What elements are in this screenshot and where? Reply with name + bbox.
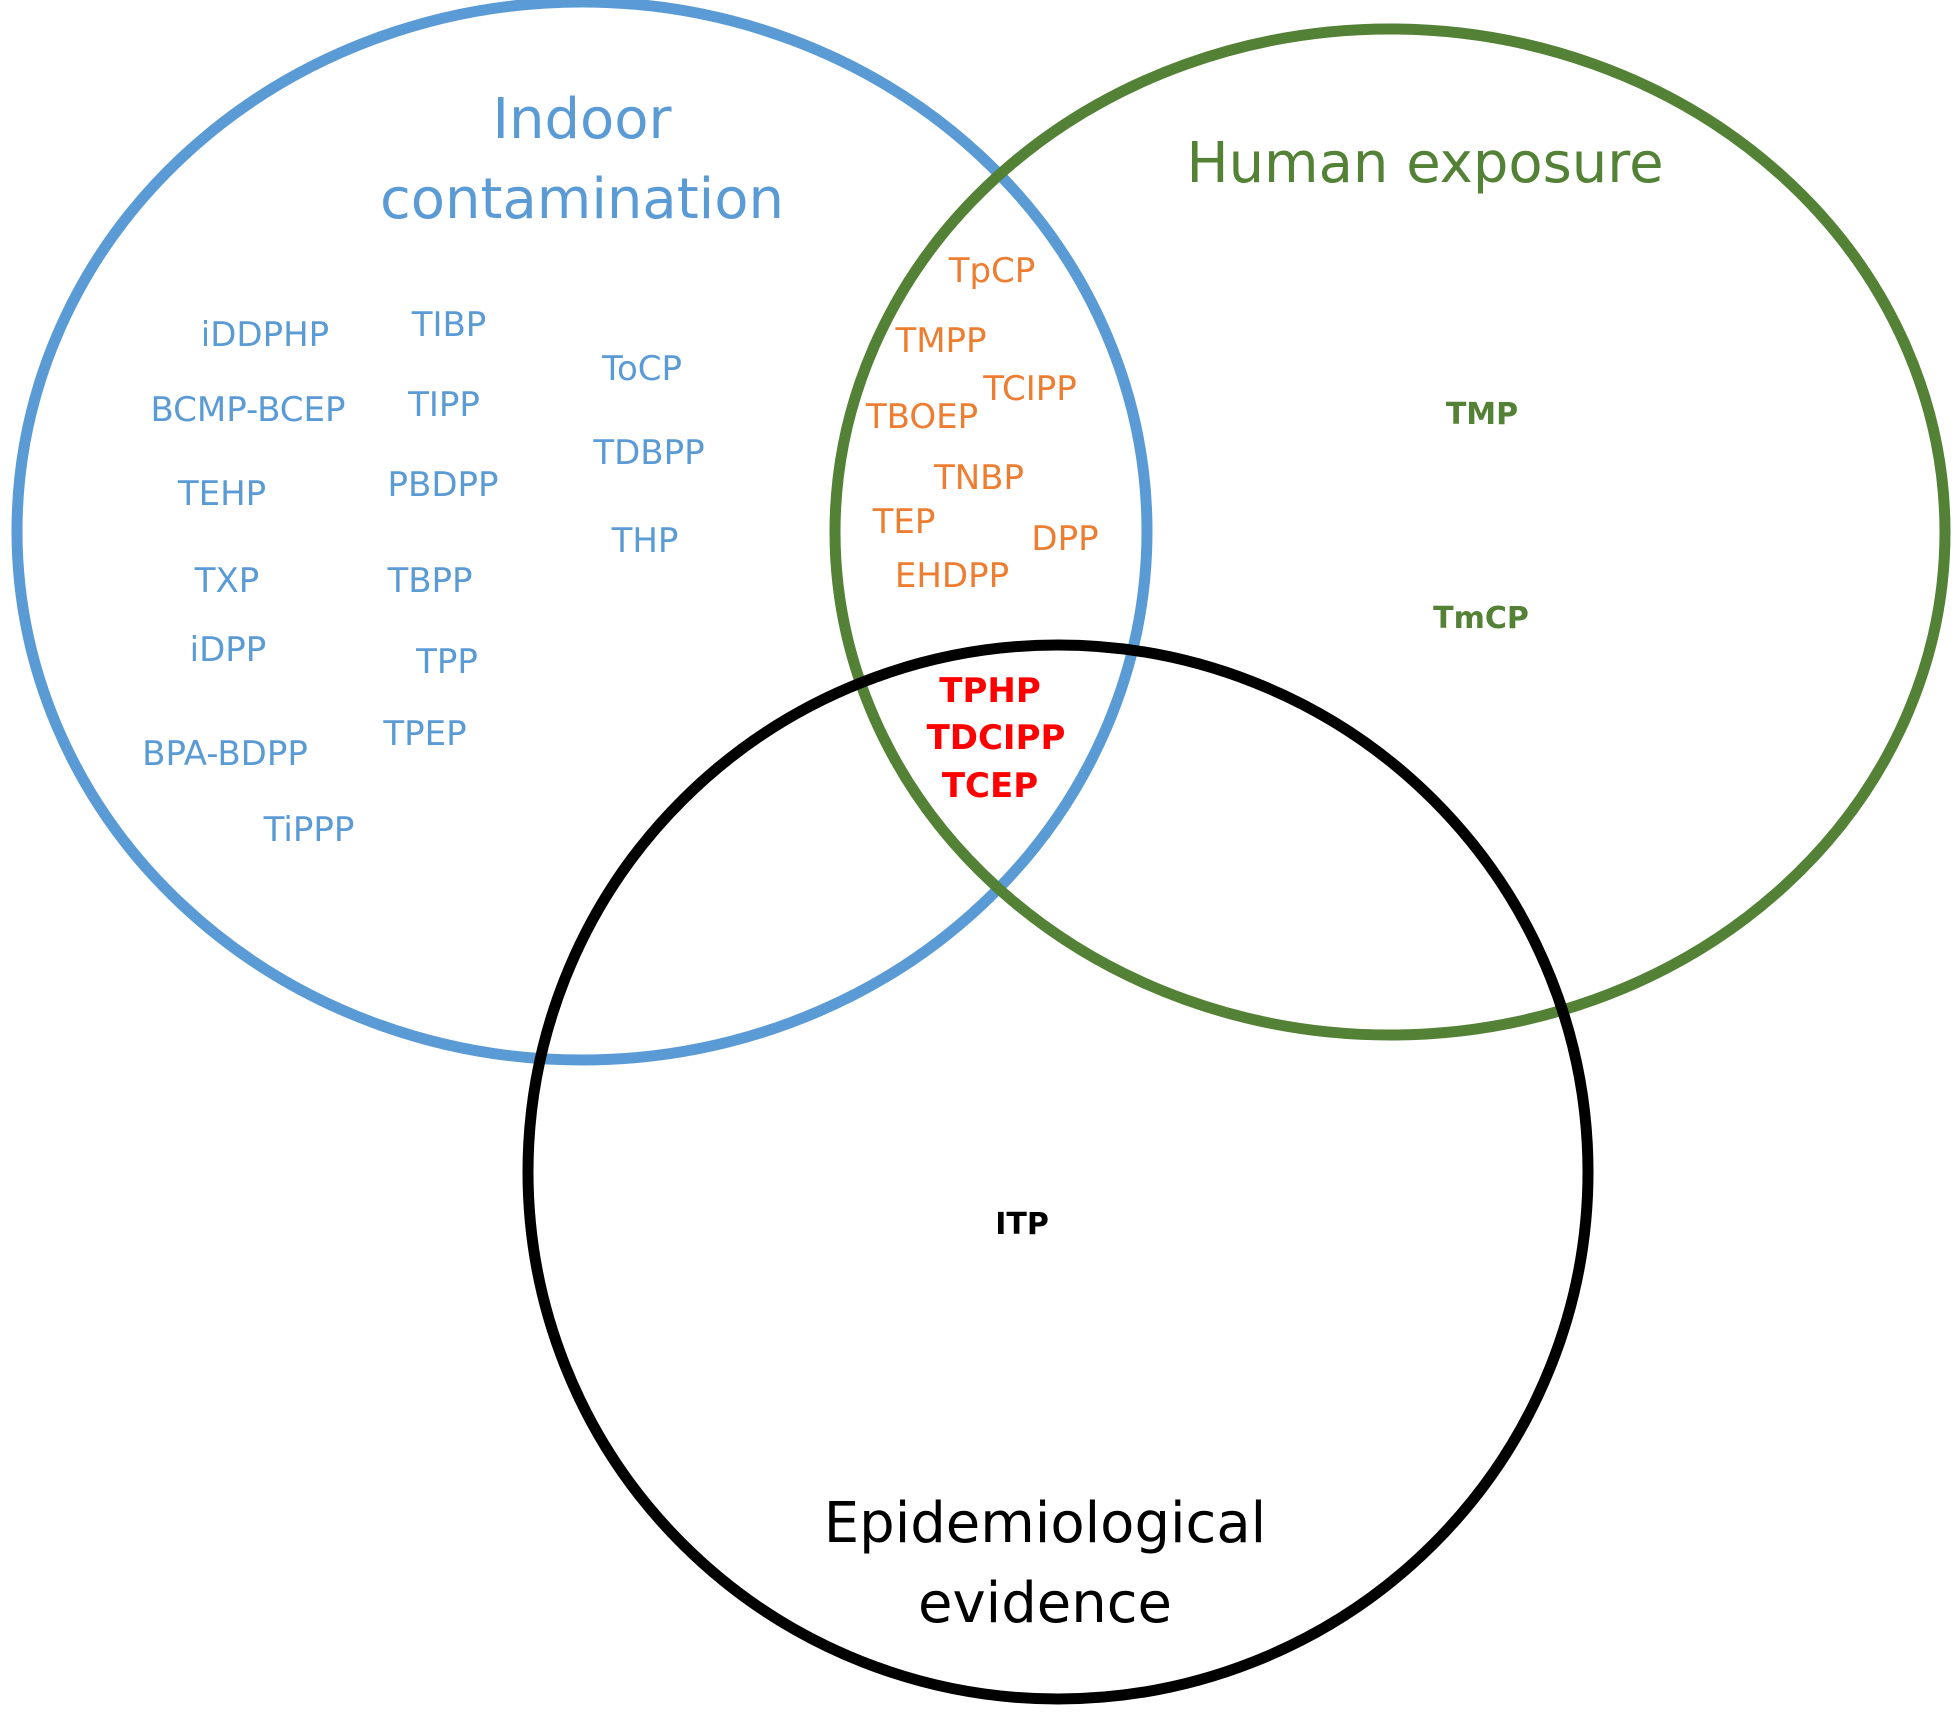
- item-tdcipp: TDCIPP: [927, 718, 1066, 758]
- item-tocp: ToCP: [601, 349, 682, 389]
- item-bcmp-bcep: BCMP-BCEP: [150, 390, 345, 430]
- label-human-exposure: Human exposure: [1186, 131, 1663, 196]
- item-tep: TEP: [872, 502, 936, 542]
- item-tpp: TPP: [415, 642, 478, 682]
- item-tmpp: TMPP: [894, 321, 986, 361]
- item-tipp: TIPP: [407, 385, 480, 425]
- item-tmcp: TmCP: [1433, 601, 1529, 636]
- item-tippp: TiPPP: [263, 810, 355, 850]
- item-txp: TXP: [194, 561, 260, 601]
- item-tpep: TPEP: [382, 714, 466, 754]
- item-dpp: DPP: [1031, 519, 1098, 559]
- circle-indoor-contamination: [11, 0, 1153, 1066]
- label-indoor-line1: Indoor: [492, 87, 672, 152]
- item-pbdpp: PBDPP: [387, 465, 498, 505]
- item-bpa-bdpp: BPA-BDPP: [142, 734, 308, 774]
- item-tphp: TPHP: [939, 671, 1041, 711]
- item-tmp: TMP: [1446, 397, 1518, 432]
- item-tbpp: TBPP: [386, 561, 472, 601]
- circle-epidemiological-evidence: [522, 639, 1594, 1705]
- item-tcep: TCEP: [942, 766, 1038, 806]
- label-indoor-line2: contamination: [380, 167, 784, 232]
- region-human-only: TMP TmCP: [1433, 397, 1529, 636]
- item-tpcp: TpCP: [948, 251, 1036, 291]
- item-tcipp: TCIPP: [982, 369, 1077, 409]
- item-tnbp: TNBP: [933, 458, 1024, 498]
- label-epi-line1: Epidemiological: [824, 1491, 1266, 1556]
- item-thp: THP: [611, 521, 679, 561]
- region-epi-only: ITP: [995, 1207, 1049, 1242]
- item-tehp: TEHP: [177, 474, 266, 514]
- item-itp: ITP: [995, 1207, 1049, 1242]
- item-idpp: iDPP: [190, 630, 267, 670]
- item-tboep: TBOEP: [865, 397, 978, 437]
- item-tibp: TIBP: [411, 305, 487, 345]
- circle-human-exposure: [829, 23, 1951, 1041]
- item-iddphp: iDDPHP: [201, 315, 329, 355]
- region-indoor-only: iDDPHP BCMP-BCEP TEHP TXP iDPP BPA-BDPP …: [142, 305, 705, 850]
- region-indoor-human: TpCP TMPP TCIPP TBOEP TNBP TEP DPP EHDPP: [865, 251, 1099, 596]
- item-tdbpp: TDBPP: [592, 433, 704, 473]
- label-epi-line2: evidence: [918, 1571, 1172, 1636]
- item-ehdpp: EHDPP: [895, 556, 1009, 596]
- region-all-three: TPHP TDCIPP TCEP: [927, 671, 1066, 806]
